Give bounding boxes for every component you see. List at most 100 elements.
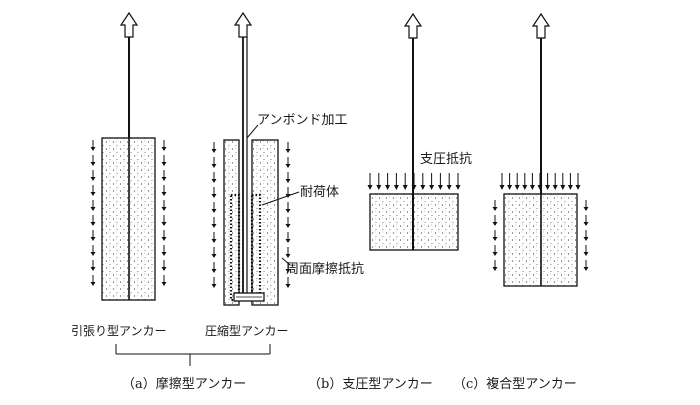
friction-arrow-icon bbox=[492, 260, 498, 271]
friction-arrow-icon bbox=[285, 277, 291, 288]
label-compression-type: 圧縮型アンカー bbox=[205, 323, 289, 338]
friction-arrow-icon bbox=[161, 170, 167, 181]
leader-unbond bbox=[246, 124, 259, 139]
pull-arrow-icon bbox=[403, 12, 423, 39]
bearing-arrow-icon bbox=[367, 173, 373, 190]
friction-arrow-icon bbox=[211, 172, 217, 183]
label-unbond: アンボンド加工 bbox=[257, 113, 347, 128]
friction-arrow-icon bbox=[211, 232, 217, 243]
bearing-arrow-icon bbox=[560, 173, 566, 190]
caption-b: （b）支圧型アンカー bbox=[308, 377, 433, 392]
friction-arrow-icon bbox=[285, 247, 291, 258]
bearing-arrows bbox=[367, 173, 461, 190]
friction-arrows-right bbox=[583, 200, 589, 271]
bearing-arrow-icon bbox=[499, 173, 505, 190]
friction-arrow-icon bbox=[492, 245, 498, 256]
friction-arrow-icon bbox=[492, 230, 498, 241]
caption-c: （c）複合型アンカー bbox=[453, 376, 577, 392]
bearing-arrow-icon bbox=[567, 173, 573, 190]
anchor-compression-type bbox=[211, 11, 291, 306]
label-tension-type: 引張り型アンカー bbox=[71, 324, 167, 338]
bearing-arrow-icon bbox=[552, 173, 558, 190]
bearing-arrow-icon bbox=[537, 173, 543, 190]
bearing-arrow-icon bbox=[385, 173, 391, 190]
friction-arrow-icon bbox=[90, 200, 96, 211]
friction-arrows-right bbox=[161, 140, 167, 286]
friction-arrow-icon bbox=[161, 245, 167, 256]
bearing-arrow-icon bbox=[393, 173, 399, 190]
bearing-arrow-icon bbox=[446, 173, 452, 190]
friction-arrow-icon bbox=[90, 170, 96, 181]
friction-arrow-icon bbox=[161, 230, 167, 241]
bearing-body bbox=[369, 193, 459, 251]
leader-load-body bbox=[261, 191, 300, 206]
anchor-bearing-type bbox=[367, 12, 461, 251]
friction-arrow-icon bbox=[285, 157, 291, 168]
bearing-arrow-icon bbox=[529, 173, 535, 190]
friction-arrow-icon bbox=[285, 202, 291, 213]
friction-arrow-icon bbox=[285, 142, 291, 153]
friction-arrow-icon bbox=[161, 200, 167, 211]
grout-body-right bbox=[251, 139, 279, 306]
friction-arrow-icon bbox=[211, 142, 217, 153]
friction-arrow-icon bbox=[211, 262, 217, 273]
bearing-arrow-icon bbox=[455, 173, 461, 190]
bearing-arrow-icon bbox=[411, 173, 417, 190]
friction-arrows-right bbox=[285, 142, 291, 288]
friction-arrow-icon bbox=[583, 215, 589, 226]
friction-arrow-icon bbox=[211, 217, 217, 228]
friction-arrow-icon bbox=[492, 200, 498, 211]
label-load-body: 耐荷体 bbox=[300, 185, 339, 200]
friction-arrow-icon bbox=[285, 172, 291, 183]
friction-arrow-icon bbox=[90, 230, 96, 241]
friction-arrow-icon bbox=[161, 260, 167, 271]
friction-arrows-left bbox=[492, 200, 498, 271]
pull-arrow-icon bbox=[233, 11, 253, 38]
friction-arrow-icon bbox=[211, 277, 217, 288]
friction-arrow-icon bbox=[211, 202, 217, 213]
friction-arrow-icon bbox=[90, 185, 96, 196]
label-bearing: 支圧抵抗 bbox=[420, 152, 472, 167]
friction-arrow-icon bbox=[90, 155, 96, 166]
friction-arrow-icon bbox=[211, 157, 217, 168]
friction-arrow-icon bbox=[211, 247, 217, 258]
pull-arrow-icon bbox=[119, 11, 139, 38]
friction-arrow-icon bbox=[285, 232, 291, 243]
friction-arrow-icon bbox=[583, 245, 589, 256]
group-bracket bbox=[115, 344, 271, 366]
bearing-arrow-icon bbox=[420, 173, 426, 190]
caption-a: （a）摩擦型アンカー bbox=[122, 376, 246, 392]
friction-arrow-icon bbox=[161, 275, 167, 286]
friction-arrow-icon bbox=[90, 260, 96, 271]
label-skin-friction: 周面摩擦抵抗 bbox=[286, 261, 364, 277]
bearing-arrow-icon bbox=[522, 173, 528, 190]
bearing-arrow-icon bbox=[545, 173, 551, 190]
friction-arrows-left bbox=[90, 140, 96, 286]
friction-arrow-icon bbox=[583, 200, 589, 211]
friction-arrow-icon bbox=[90, 215, 96, 226]
bearing-arrow-icon bbox=[507, 173, 513, 190]
friction-arrow-icon bbox=[90, 140, 96, 151]
bearing-arrow-icon bbox=[429, 173, 435, 190]
pull-arrow-icon bbox=[531, 12, 551, 39]
friction-arrow-icon bbox=[161, 155, 167, 166]
bearing-arrow-icon bbox=[514, 173, 520, 190]
bearing-arrows bbox=[499, 173, 581, 190]
friction-arrow-icon bbox=[285, 217, 291, 228]
friction-arrow-icon bbox=[161, 185, 167, 196]
friction-arrow-icon bbox=[161, 215, 167, 226]
anchor-composite-type bbox=[492, 12, 589, 287]
friction-arrow-icon bbox=[492, 215, 498, 226]
friction-arrow-icon bbox=[161, 140, 167, 151]
friction-arrow-icon bbox=[90, 245, 96, 256]
leader-friction bbox=[281, 257, 291, 266]
bearing-arrow-icon bbox=[376, 173, 382, 190]
friction-arrow-icon bbox=[211, 187, 217, 198]
friction-arrows-left bbox=[211, 142, 217, 288]
friction-arrow-icon bbox=[583, 230, 589, 241]
bearing-arrow-icon bbox=[437, 173, 443, 190]
friction-arrow-icon bbox=[583, 260, 589, 271]
friction-arrow-icon bbox=[90, 275, 96, 286]
